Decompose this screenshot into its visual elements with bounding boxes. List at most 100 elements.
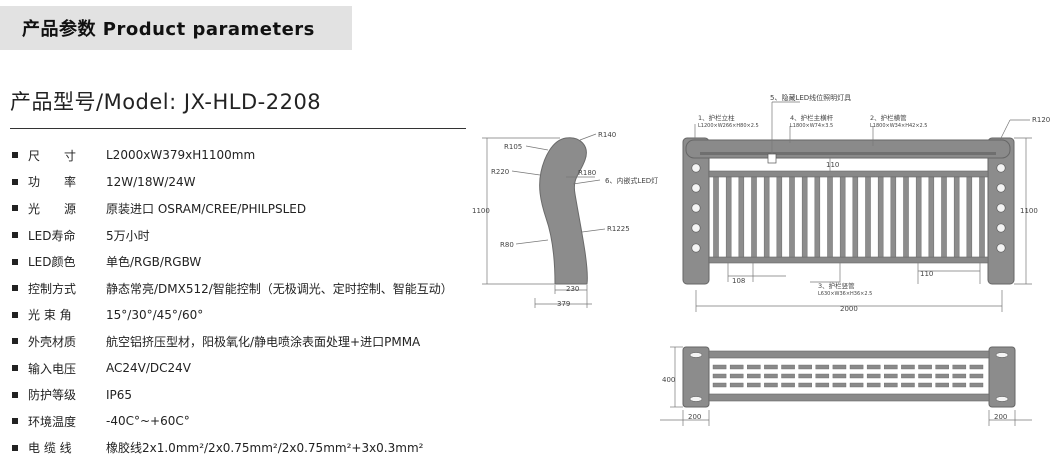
top-view-segment [884,364,898,370]
top-view-segment [712,364,727,370]
top-view-segment [901,364,915,370]
spec-label: 光 束 角 [28,308,72,323]
top-view-segment [815,373,830,379]
rail-led-slot [700,152,996,155]
post-lamp-icon [996,223,1006,233]
radius-label-r180: R180 [578,169,596,177]
spec-value: 航空铝挤压型材，阳极氧化/静电喷涂表面处理+进口PMMA [106,334,421,349]
top-view-segment [764,364,778,370]
top-main-rail [685,139,1011,159]
top-view-segment [969,382,984,388]
callout-cross-tube-spec: L1800×W34×H42×2.5 [870,123,927,129]
top-view-segment [798,382,812,388]
post-lamp-icon [691,203,701,213]
top-view-segment [952,364,967,370]
top-view-segment [849,364,864,370]
spec-row: 电 缆 线 橡胶线2x1.0mm²/2x0.75mm²/2x0.75mm²+3x0… [12,435,482,461]
dim-label-110-bottom: 110 [920,270,933,278]
top-view-segment [884,382,898,388]
height-label-1100-front: 1100 [1020,207,1038,215]
callout-main-rail: 4、护栏主横杆 [790,113,834,122]
top-view-segment [729,364,744,370]
bullet-icon [12,232,18,239]
top-view-upper-rail [708,350,990,359]
baluster [903,176,909,258]
lower-horizontal-tube [708,256,989,264]
post-lamp-icon [996,243,1006,253]
bullet-icon [12,285,18,292]
spec-value: 单色/RGB/RGBW [106,255,202,270]
radius-label-r105: R105 [504,143,522,151]
top-view-segment [712,382,727,388]
width-label-200-left: 200 [688,413,701,421]
top-view-right-post [988,346,1016,408]
spec-label: 电 缆 线 [28,441,72,456]
baluster [865,176,871,258]
radius-label-r140: R140 [598,131,616,139]
callout-post-spec: L1200×W266×H80×2.5 [698,123,759,129]
spec-label: 环境温度 [28,414,77,429]
length-label-2000: 2000 [840,305,858,313]
post-lamp-icon [996,183,1006,193]
top-view-segment [832,373,847,379]
baluster [979,176,985,258]
radius-label-r220: R220 [491,168,509,176]
bullet-icon [12,444,18,451]
spec-label: 控制方式 [28,281,77,296]
spec-row: 外壳材质航空铝挤压型材，阳极氧化/静电喷涂表面处理+进口PMMA [12,328,482,355]
radius-label-r120: R120 [1032,116,1050,124]
top-view-segment [849,373,864,379]
spec-value: IP65 [106,387,133,402]
depth-label-400: 400 [662,376,675,384]
baluster [814,176,821,258]
upper-horizontal-tube [708,170,989,178]
top-view-segments [712,364,984,388]
callout-cross-tube: 2、护栏横管 [870,113,907,122]
spec-label: LED寿命 [28,228,76,243]
baluster-group [713,176,985,258]
spec-row: 控制方式静态常亮/DMX512/智能控制（无极调光、定时控制、智能互动） [12,275,482,302]
baluster [852,176,859,258]
model-title: 产品型号/Model: JX-HLD-2208 [10,90,322,114]
top-plan-view: 400 200 200 [660,346,1032,426]
spec-value: 橡胶线2x1.0mm²/2x0.75mm²/2x0.75mm²+3x0.3mm² [106,441,424,456]
top-view-segment [798,373,812,379]
top-view-segment [952,382,967,388]
bullet-icon [12,178,18,185]
baluster [789,176,795,258]
top-view-segment [969,364,984,370]
top-view-segment [729,373,744,379]
baluster [890,176,897,258]
post-lamp-icon [691,243,701,253]
hidden-led-marker [767,153,777,164]
top-view-left-post [682,346,710,408]
bullet-icon [12,205,18,212]
top-view-segment [918,373,932,379]
post-lamp-icon [996,163,1006,173]
post-lamp-group [691,163,1006,253]
top-view-lamp-icon [689,396,703,402]
spec-label: 光 源 [28,201,77,216]
bullet-icon [12,365,18,372]
baluster [776,176,783,258]
top-view-segment [747,373,761,379]
top-view-segment [729,382,744,388]
bullet-icon [12,418,18,425]
top-view-segment [747,364,761,370]
spec-value: 5万小时 [106,228,150,243]
side-profile-shape [539,137,588,285]
height-label-1100: 1100 [472,207,490,215]
baluster [966,176,973,258]
baluster [877,176,884,258]
spec-value: L2000xW379xH1100mm [106,148,256,163]
top-view-segment [918,382,932,388]
spec-value: 12W/18W/24W [106,174,196,189]
top-view-segment [901,373,915,379]
top-view-segment [918,364,932,370]
top-view-segment [969,373,984,379]
top-view-lamps [689,352,1009,402]
